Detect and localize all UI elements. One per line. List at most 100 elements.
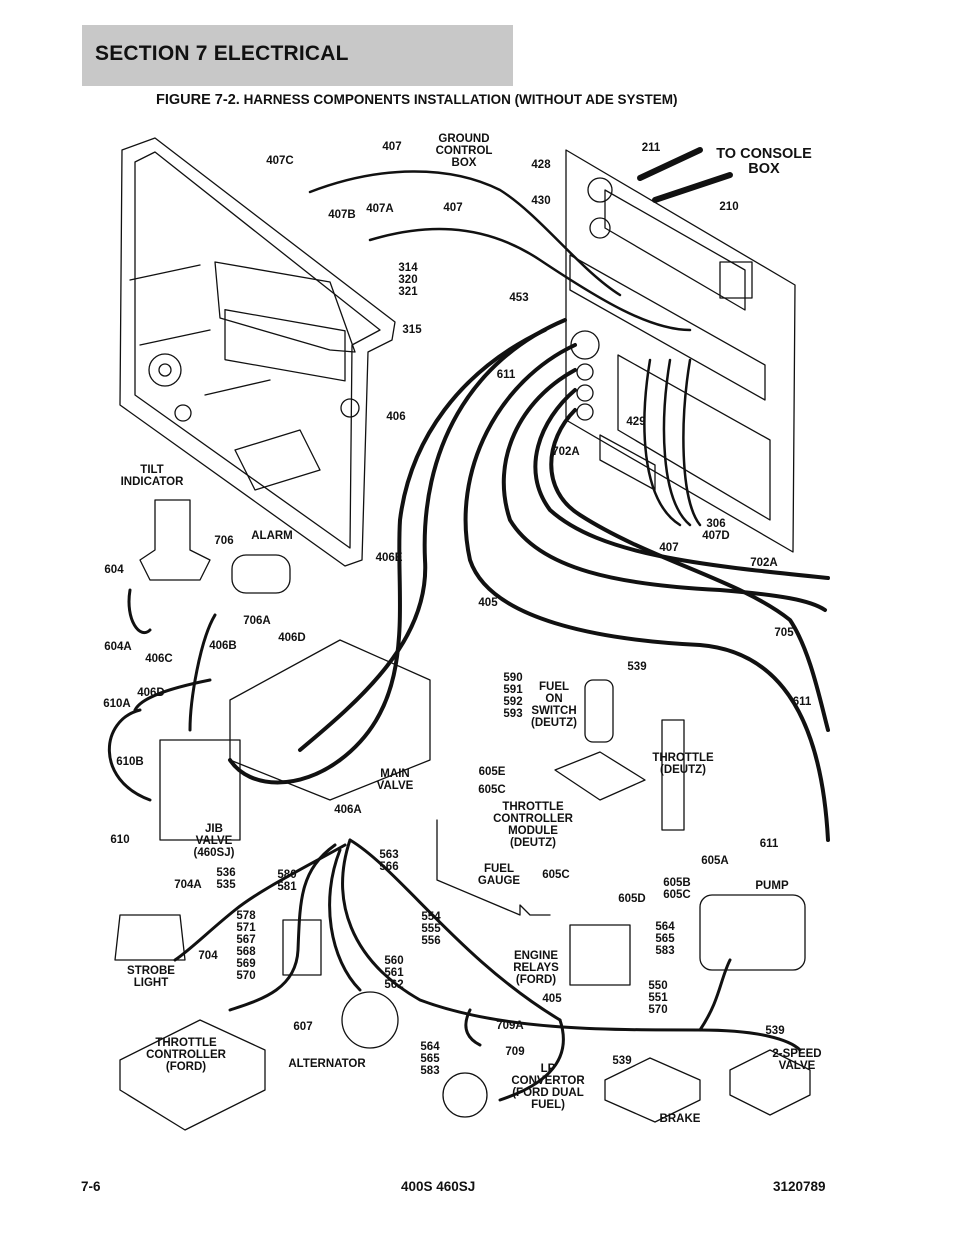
callout-605c: 605C bbox=[542, 869, 570, 881]
callout-611: 611 bbox=[759, 838, 779, 850]
callout-560-562: 560 561 562 bbox=[384, 955, 404, 991]
callout-605a: 605A bbox=[701, 855, 729, 867]
callout-610: 610 bbox=[110, 834, 130, 846]
figure-number: FIGURE 7-2. bbox=[156, 92, 240, 108]
figure-caption: HARNESS COMPONENTS INSTALLATION (WITHOUT… bbox=[243, 92, 678, 107]
label-to-console-box: TO CONSOLE BOX bbox=[716, 146, 812, 177]
callout-406a: 406A bbox=[334, 804, 362, 816]
callout-605d: 605D bbox=[618, 893, 646, 905]
document-number: 3120789 bbox=[773, 1179, 826, 1194]
callout-604: 604 bbox=[104, 564, 124, 576]
label-alternator: ALTERNATOR bbox=[288, 1058, 366, 1070]
label-throttle-controller-ford: THROTTLE CONTROLLER (FORD) bbox=[146, 1037, 226, 1073]
callout-564-565-583: 564 565 583 bbox=[420, 1041, 440, 1077]
relay-module bbox=[282, 919, 322, 976]
callout-405: 405 bbox=[478, 597, 498, 609]
callout-453: 453 bbox=[509, 292, 529, 304]
callout-550-551-570: 550 551 570 bbox=[648, 980, 668, 1016]
callout-407a: 407A bbox=[366, 203, 394, 215]
figure-title: FIGURE 7-2. HARNESS COMPONENTS INSTALLAT… bbox=[156, 92, 678, 108]
two-speed-valve bbox=[729, 1049, 811, 1116]
throttle-controller-ford bbox=[119, 1019, 266, 1131]
label-lp-convertor: LP CONVERTOR (FORD DUAL FUEL) bbox=[511, 1063, 585, 1111]
callout-554-556: 554 555 556 bbox=[421, 911, 441, 947]
callout-306-407d: 306 407D bbox=[702, 518, 730, 542]
callout-406e: 406E bbox=[375, 552, 403, 564]
callout-709a: 709A bbox=[496, 1020, 524, 1032]
callout-314-320-321: 314 320 321 bbox=[398, 262, 418, 298]
label-fuel-gauge: FUEL GAUGE bbox=[477, 863, 521, 887]
callout-706: 706 bbox=[214, 535, 234, 547]
callout-406b: 406B bbox=[209, 640, 237, 652]
pump bbox=[699, 894, 806, 971]
brake bbox=[604, 1057, 701, 1123]
callout-210: 210 bbox=[719, 201, 739, 213]
callout-705: 705 bbox=[774, 627, 794, 639]
callout-407: 407 bbox=[382, 141, 402, 153]
main-valve bbox=[229, 639, 431, 801]
label-jib-valve: JIB VALVE (460SJ) bbox=[193, 823, 235, 859]
callout-430: 430 bbox=[531, 195, 551, 207]
main-harness-bundle bbox=[228, 318, 830, 842]
label-brake: BRAKE bbox=[659, 1113, 701, 1125]
section-title: SECTION 7 ELECTRICAL bbox=[95, 42, 349, 65]
callout-406c: 406C bbox=[145, 653, 173, 665]
console-box-board bbox=[565, 149, 796, 553]
callout-536-535: 536 535 bbox=[216, 867, 236, 891]
jib-valve bbox=[159, 739, 241, 841]
callout-407c: 407C bbox=[266, 155, 294, 167]
label-alarm: ALARM bbox=[251, 530, 293, 542]
throttle-deutz bbox=[661, 719, 685, 831]
callout-539: 539 bbox=[612, 1055, 632, 1067]
callout-590-593: 590 591 592 593 bbox=[503, 672, 523, 720]
callout-702a: 702A bbox=[750, 557, 778, 569]
page-number: 7-6 bbox=[81, 1179, 101, 1194]
alternator bbox=[341, 991, 399, 1049]
callout-610b: 610B bbox=[116, 756, 144, 768]
callout-407b: 407B bbox=[328, 209, 356, 221]
callout-564-565-583: 564 565 583 bbox=[655, 921, 675, 957]
throttle-controller-module bbox=[554, 751, 646, 801]
callout-605c: 605C bbox=[478, 784, 506, 796]
callout-611: 611 bbox=[792, 696, 812, 708]
label-fuel-on-switch: FUEL ON SWITCH (DEUTZ) bbox=[531, 681, 577, 729]
callout-704a: 704A bbox=[174, 879, 202, 891]
callout-611: 611 bbox=[496, 369, 516, 381]
callout-406: 406 bbox=[386, 411, 406, 423]
callout-605e: 605E bbox=[478, 766, 506, 778]
callout-704: 704 bbox=[198, 950, 218, 962]
label-strobe-light: STROBE LIGHT bbox=[127, 965, 175, 989]
lower-harness bbox=[107, 588, 802, 1102]
fuel-gauge-bracket bbox=[436, 819, 551, 916]
callout-405: 405 bbox=[542, 993, 562, 1005]
section-header: SECTION 7 ELECTRICAL bbox=[82, 25, 513, 86]
callout-539: 539 bbox=[765, 1025, 785, 1037]
callout-407: 407 bbox=[443, 202, 463, 214]
fuel-on-switch bbox=[584, 679, 614, 743]
label-two-speed-valve: 2-SPEED VALVE bbox=[772, 1048, 822, 1072]
callout-429: 429 bbox=[626, 416, 646, 428]
callout-407: 407 bbox=[659, 542, 679, 554]
engine-relays bbox=[569, 924, 631, 986]
label-engine-relays: ENGINE RELAYS (FORD) bbox=[513, 950, 559, 986]
strobe-light bbox=[114, 914, 186, 961]
components bbox=[114, 499, 811, 1131]
callout-706a: 706A bbox=[243, 615, 271, 627]
ground-control-box bbox=[119, 137, 396, 567]
callout-211: 211 bbox=[641, 142, 661, 154]
label-main-valve: MAIN VALVE bbox=[376, 768, 414, 792]
tilt-indicator bbox=[139, 499, 211, 581]
callout-406d: 406D bbox=[137, 687, 165, 699]
callout-563-566: 563 566 bbox=[379, 849, 399, 873]
label-ground-control-box: GROUND CONTROL BOX bbox=[435, 133, 493, 169]
callout-610a: 610A bbox=[103, 698, 131, 710]
callout-428: 428 bbox=[531, 159, 551, 171]
callout-406d: 406D bbox=[278, 632, 306, 644]
callout-605b-605c: 605B 605C bbox=[663, 877, 691, 901]
cable-211 bbox=[637, 147, 703, 181]
callout-578-570: 578 571 567 568 569 570 bbox=[236, 910, 256, 982]
callout-702a: 702A bbox=[552, 446, 580, 458]
harness-407 bbox=[308, 170, 702, 527]
callout-580-581: 580 581 bbox=[277, 869, 297, 893]
